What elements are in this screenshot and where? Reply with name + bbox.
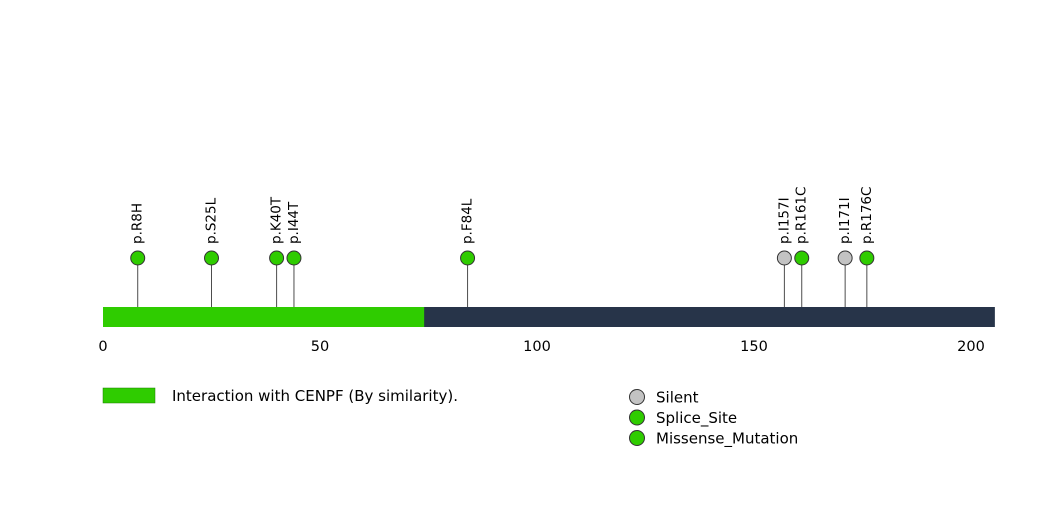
mutation-label: p.F84L [460,198,476,244]
mutation-label: p.K40T [269,196,285,244]
mutation-label: p.I157I [776,197,792,244]
mutation-lollipop-head [859,250,875,266]
legend-type-swatch [629,409,645,426]
mutation-lollipop-head [286,250,302,266]
mutation-lollipop-head [269,250,285,266]
mutation-lollipop-head [130,250,146,266]
mutation-lollipop-head [776,250,792,266]
mutation-lollipop-head [204,250,219,266]
axis-tick-label: 0 [98,339,107,355]
mutation-label: p.I44T [286,201,302,244]
legend-type-label: Missense_Mutation [656,430,798,449]
axis-tick-label: 100 [523,339,551,355]
legend-type-swatch [629,389,645,405]
axis-tick-label: 200 [957,339,985,355]
domain-rect [103,307,425,327]
legend-type-label: Silent [656,389,699,407]
mutation-label: p.I171I [837,197,853,244]
mutation-label: p.S25L [204,197,220,244]
legend-type-swatch [629,430,645,446]
axis-tick-label: 50 [311,339,329,355]
mutation-lollipop-head [837,250,853,266]
mutation-label: p.R176C [859,187,875,244]
legend-domain-swatch [102,387,156,404]
mutation-label: p.R161C [794,187,810,244]
axis-tick-label: 150 [740,339,768,355]
mutation-lollipop-head [460,250,476,266]
mutation-label: p.R8H [130,203,146,244]
legend-type-label: Splice_Site [656,409,737,428]
legend-domain-label: Interaction with CENPF (By similarity). [172,387,458,405]
mutation-lollipop-head [794,250,810,266]
